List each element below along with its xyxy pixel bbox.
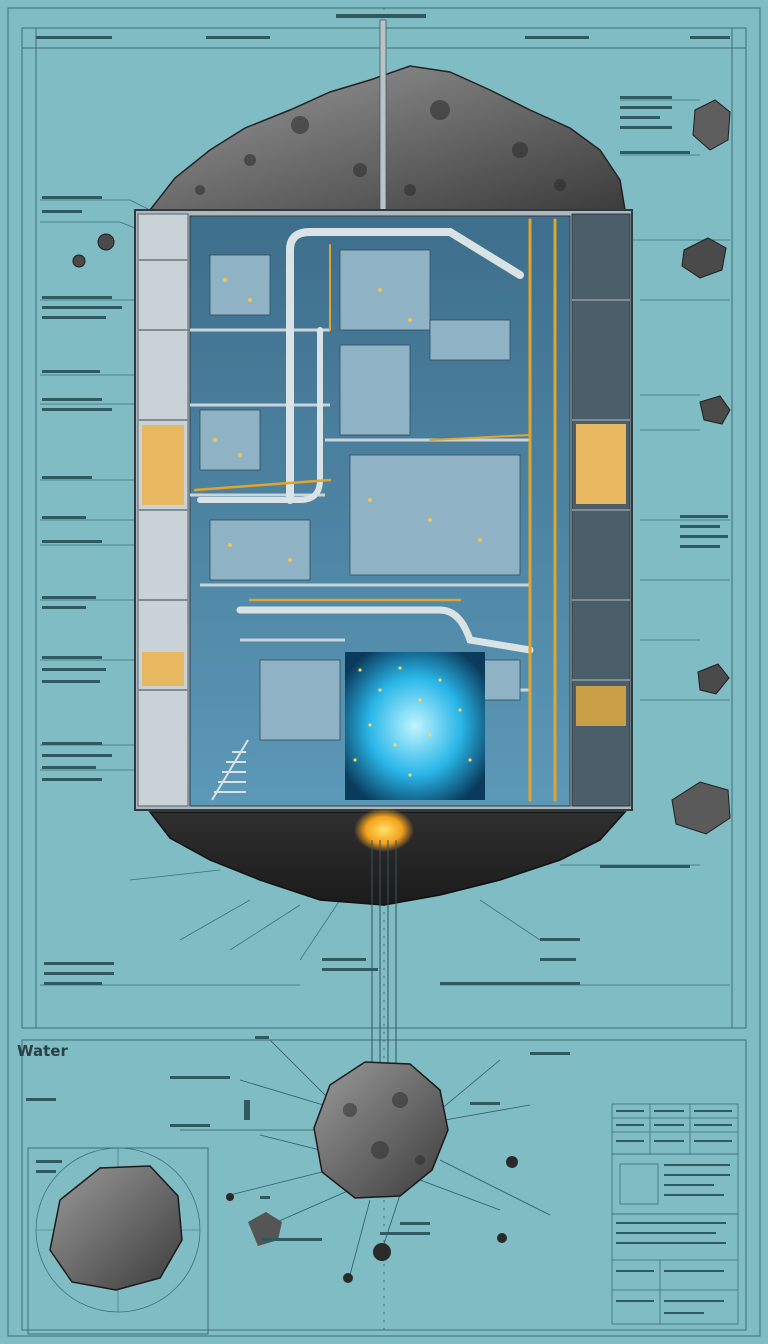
- core-particles: [353, 666, 472, 777]
- water-asteroid-leaders: [180, 1039, 551, 1276]
- equipment-lights: [213, 278, 482, 682]
- pipe-network: [193, 218, 557, 802]
- annotation-leaders: [40, 99, 730, 986]
- water-section-label: Water: [17, 1042, 68, 1060]
- glowing-core-chamber: [345, 652, 485, 800]
- tower-windows: [142, 424, 626, 726]
- antenna-mast: [379, 19, 387, 221]
- inset-detail: [27, 1147, 209, 1335]
- tower-floors: [138, 259, 630, 691]
- floating-debris: [72, 99, 731, 835]
- tether-lines: [371, 840, 397, 1070]
- asteroid-top-texture: [195, 100, 566, 196]
- facility-cutaway: [134, 209, 633, 811]
- water-small-debris: [226, 1156, 518, 1283]
- asteroid-top-cap: [148, 65, 626, 211]
- title-block-text-marks: [616, 1110, 732, 1314]
- water-annotation-marks: [26, 1036, 570, 1241]
- title-block: [611, 1103, 739, 1325]
- equipment-clusters: [199, 249, 521, 741]
- water-asteroid-texture: [343, 1092, 425, 1165]
- header-text-marks: [36, 14, 730, 39]
- thruster-glow: [354, 808, 414, 852]
- staircase: [211, 739, 249, 801]
- water-asteroid: [313, 1061, 449, 1199]
- inset-asteroid: [49, 1165, 183, 1291]
- annotation-text-marks: [42, 96, 728, 985]
